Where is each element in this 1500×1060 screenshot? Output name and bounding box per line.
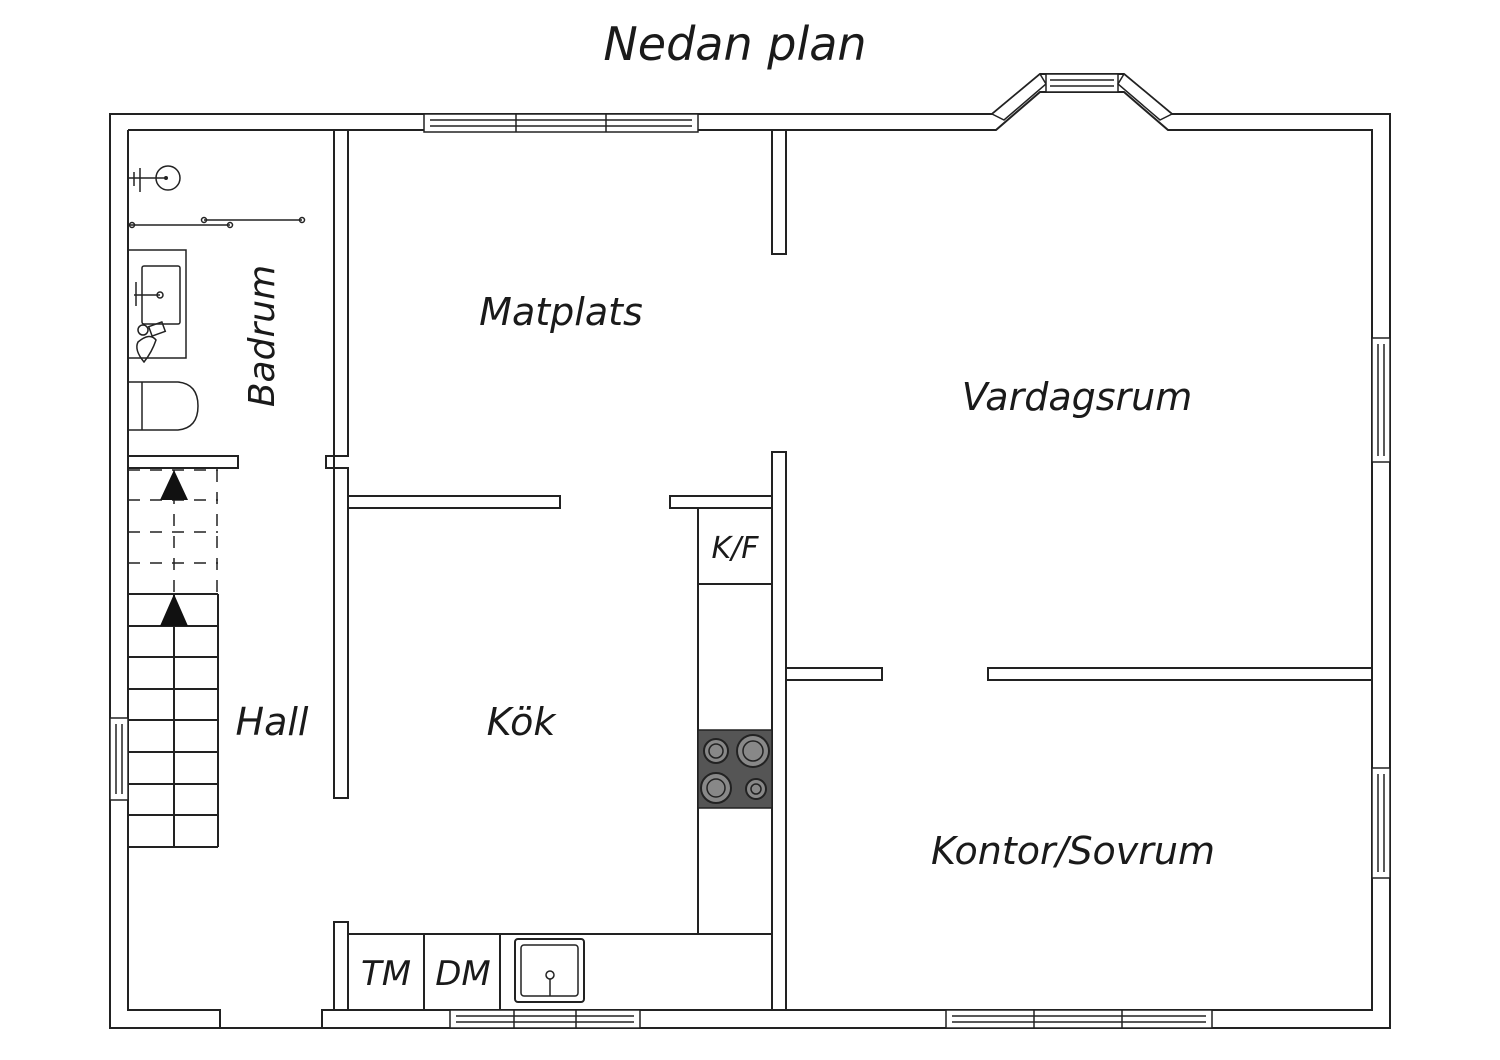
room-label-hall: Hall xyxy=(236,700,309,744)
window-left-hall xyxy=(109,717,129,801)
appliance-label-tm: TM xyxy=(361,954,411,994)
appliance-label-dm: DM xyxy=(435,954,491,994)
appliance-label-kf: K/F xyxy=(711,531,759,566)
interior-walls xyxy=(127,129,1373,1011)
room-label-matplats: Matplats xyxy=(479,290,643,334)
window-bottom-kontor xyxy=(945,1009,1213,1029)
room-label-vardagsrum: Vardagsrum xyxy=(962,375,1193,419)
stove-burner-icon xyxy=(736,734,770,768)
washbasin xyxy=(127,249,187,364)
stove-burner-icon xyxy=(703,738,729,764)
window-bottom-kok xyxy=(449,1009,641,1029)
staircase xyxy=(128,469,219,848)
window-right-kontor xyxy=(1371,767,1391,879)
room-label-badrum: Badrum xyxy=(242,265,283,407)
shower-fixture xyxy=(128,165,181,192)
kitchen-counter-bottom xyxy=(348,933,772,1010)
window-top-matplats xyxy=(423,113,699,133)
outer-wall-inner-line-2 xyxy=(128,91,1373,1028)
kitchen-counter-side xyxy=(697,508,772,934)
shower-rail xyxy=(128,216,306,229)
bay-window xyxy=(990,72,1174,121)
toilet xyxy=(128,381,199,431)
outer-wall-inner-line xyxy=(127,130,221,1028)
kitchen-sink xyxy=(514,938,585,1003)
stair-arrow-upper-icon xyxy=(160,470,188,500)
room-label-kok: Kök xyxy=(487,700,558,744)
stove-burner-icon xyxy=(700,772,732,804)
plan-title: Nedan plan xyxy=(603,17,866,71)
stove-burner-icon xyxy=(745,778,767,800)
window-right-vardagsrum xyxy=(1371,337,1391,463)
stove xyxy=(697,729,773,809)
room-label-kontor: Kontor/Sovrum xyxy=(931,829,1215,873)
stair-arrow-lower-icon xyxy=(160,594,188,626)
